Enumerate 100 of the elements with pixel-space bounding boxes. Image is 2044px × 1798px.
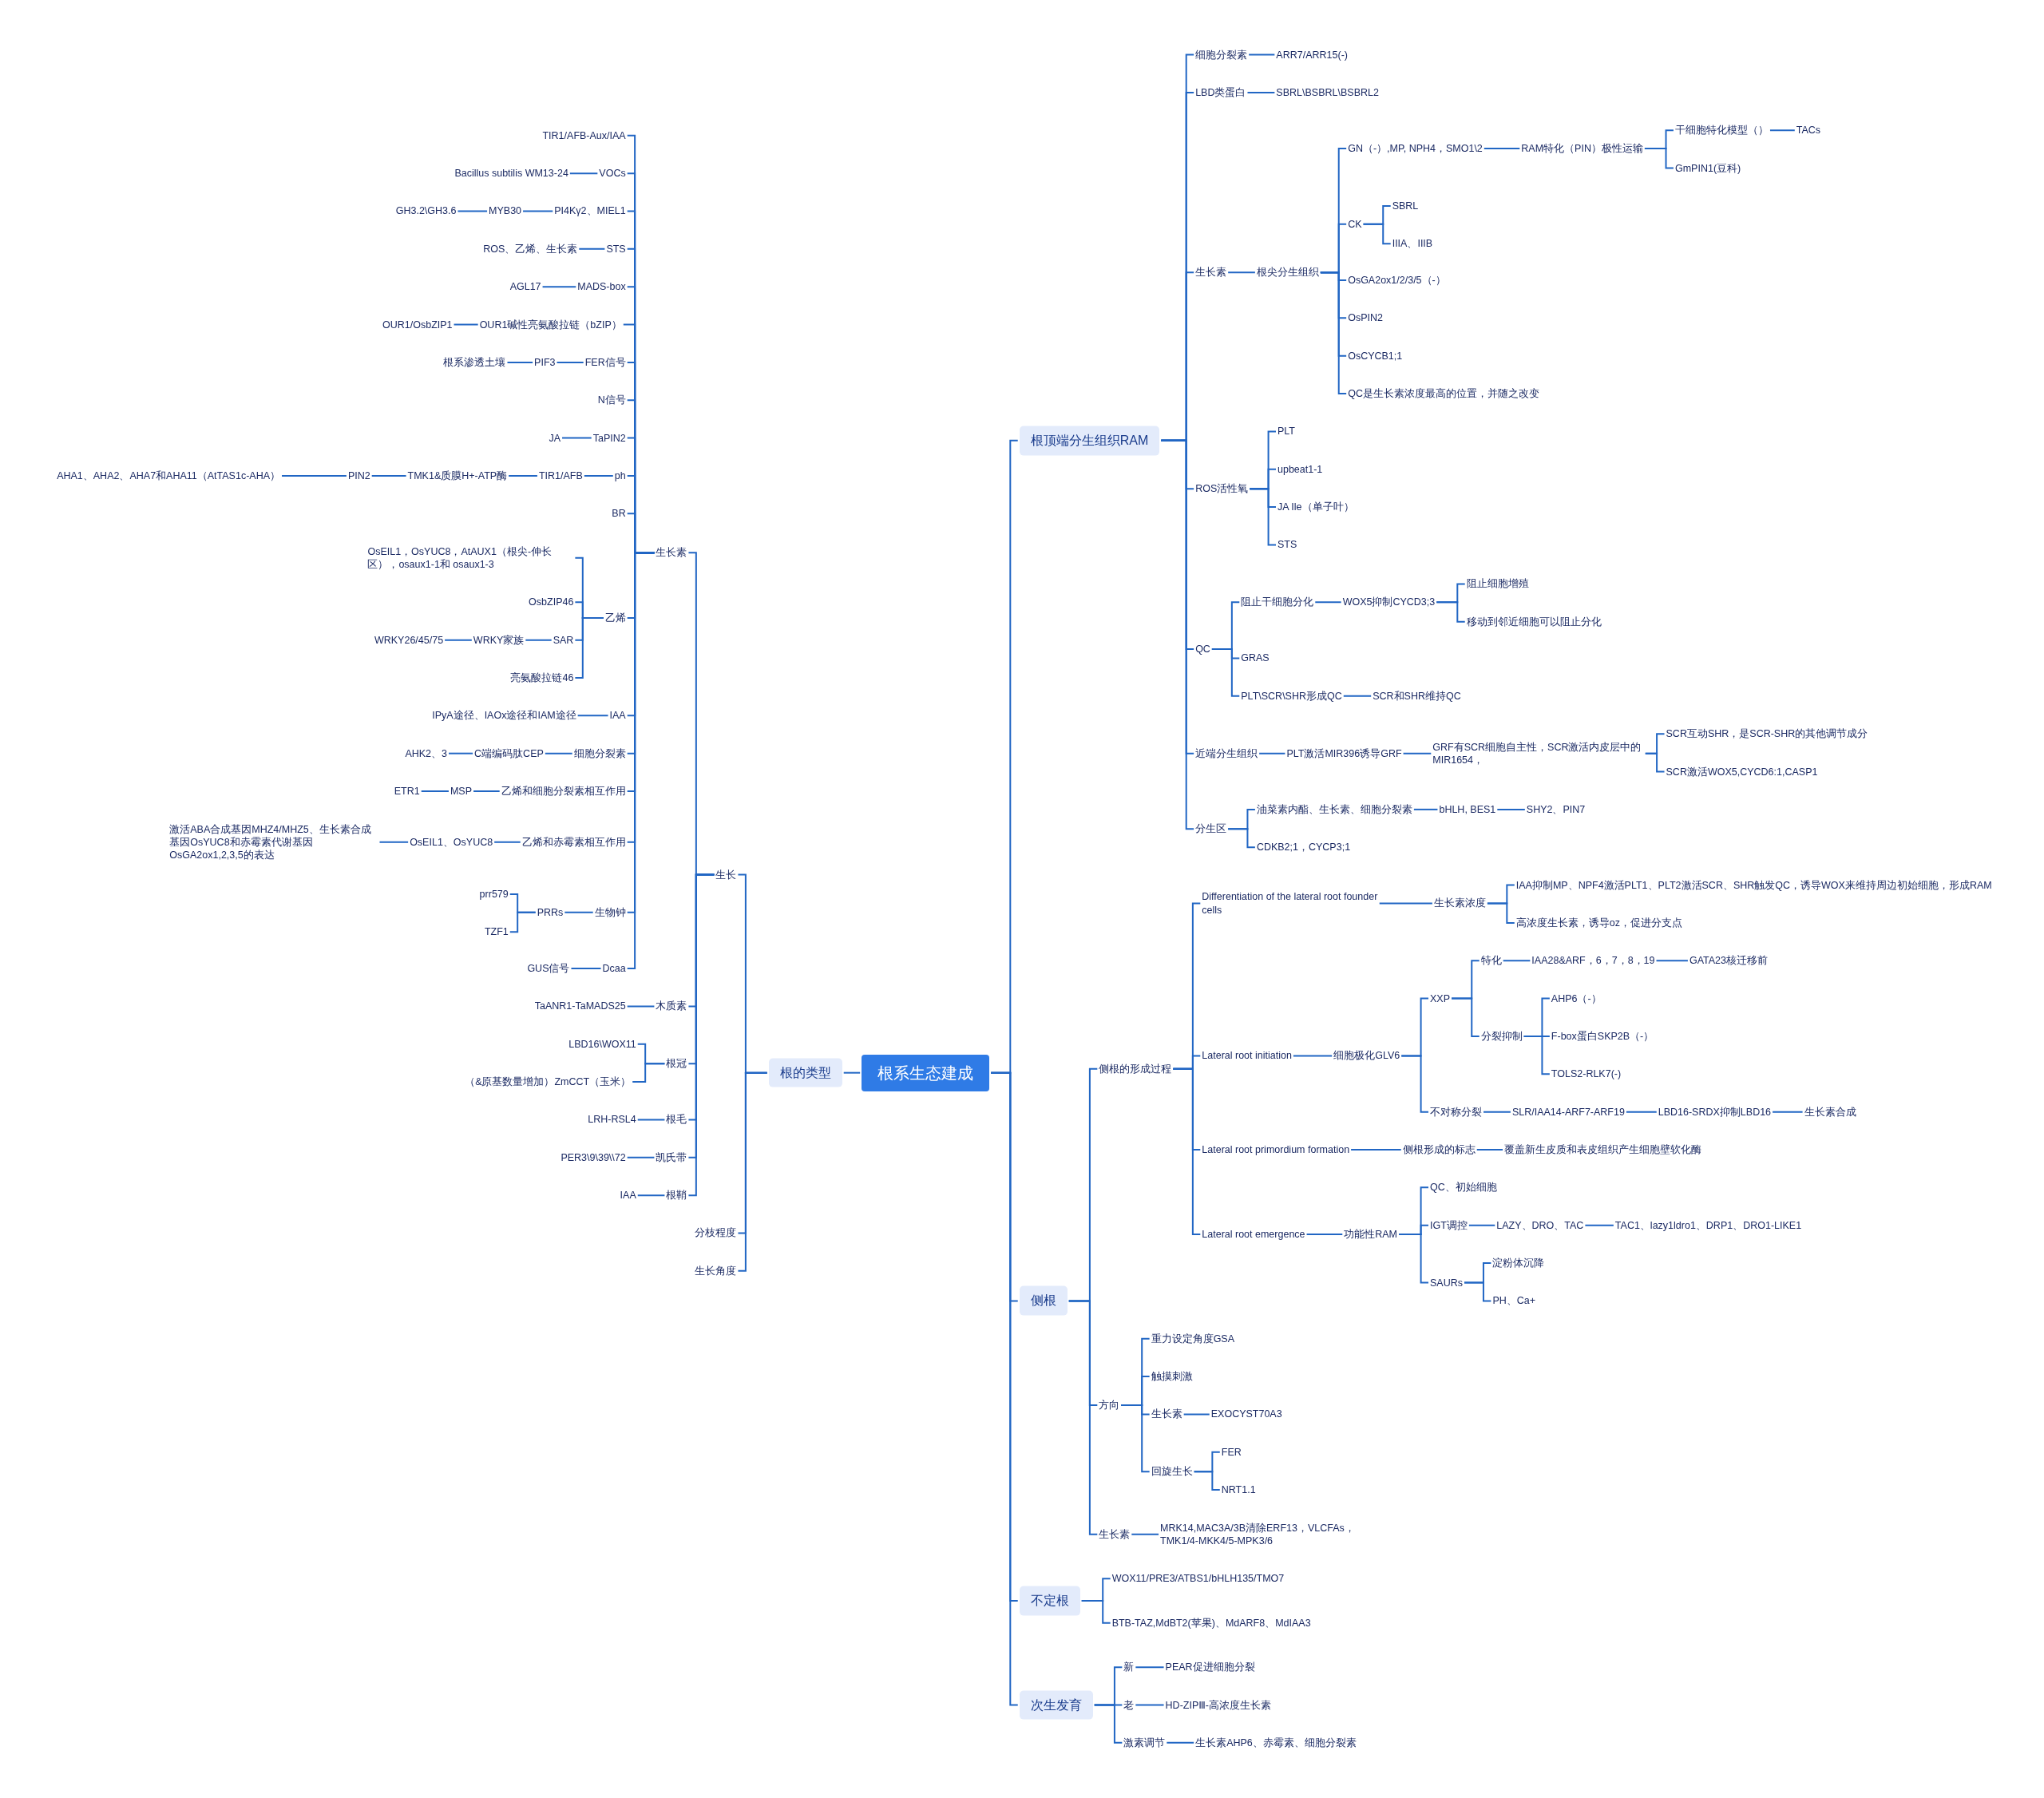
topic-label: FER信号 xyxy=(584,355,626,369)
topic-label: IAA28&ARF，6，7，8，19 xyxy=(1531,954,1655,968)
connector-line xyxy=(737,1071,768,1272)
connector-line xyxy=(1378,902,1433,905)
topic-label: ARR7/ARR15(-) xyxy=(1276,48,1348,61)
topic-label: 生长素浓度 xyxy=(1433,897,1486,910)
connector-line xyxy=(1451,997,1480,1037)
topic-label: 细胞极化GLV6 xyxy=(1333,1049,1400,1063)
connector-line xyxy=(1655,960,1689,962)
topic-label: 功能性RAM xyxy=(1344,1228,1398,1242)
topic-label: SHY2、PIN7 xyxy=(1526,802,1586,816)
topic-label: AHP6（-） xyxy=(1551,992,1602,1005)
topic-label: bHLH, BES1 xyxy=(1439,802,1496,816)
topic-label: OUR1碱性亮氨酸拉链（bZIP） xyxy=(479,318,622,331)
connector-line xyxy=(1135,1666,1165,1669)
topic-label: GH3.2\GH3.6 xyxy=(395,204,457,218)
topic-label: SLR/IAA14-ARF7-ARF19 xyxy=(1511,1105,1625,1119)
topic-label: OsCYCB1;1 xyxy=(1348,349,1403,362)
connector-line xyxy=(378,841,410,843)
connector-line xyxy=(1227,828,1256,849)
connector-line xyxy=(1193,1471,1221,1491)
connector-line xyxy=(842,1071,862,1074)
topic-label: PH、Ca+ xyxy=(1492,1294,1536,1308)
topic-label: BR xyxy=(612,507,626,521)
topic-label: STS xyxy=(1278,538,1297,552)
connector-line xyxy=(1483,148,1521,150)
topic-label: MRK14,MAC3A/3B清除ERF13，VLCFAs，TMK1/4-MKK4/5-MPK3/6 xyxy=(1160,1521,1369,1547)
topic-label: OsbZIP46 xyxy=(529,596,574,609)
topic-label: OsGA2ox1/2/3/5（-） xyxy=(1348,273,1446,287)
topic-label: 干细胞特化模型（） xyxy=(1674,124,1769,137)
topic-label: GN（-）,MP, NPH4，SMO1\2 xyxy=(1348,142,1483,156)
connector-line xyxy=(508,474,538,477)
topic-label: 根系渗透土壤 xyxy=(443,355,506,369)
topic-label: IAA抑制MP、NPF4激活PLT1、PLT2激活SCR、SHR触发QC，诱导WOX来维持周边初始细胞，形成RAM xyxy=(1515,878,1992,892)
topic-label: TAC1、lazy1ldro1、DRP1、DRO1-LIKE1 xyxy=(1614,1218,1802,1232)
connector-line xyxy=(576,715,609,717)
connector-line xyxy=(1319,271,1348,395)
connector-line xyxy=(493,841,521,843)
topic-label: 阻止细胞增殖 xyxy=(1466,577,1529,591)
topic-label: CK xyxy=(1348,217,1362,231)
topic-label: 高浓度生长素，诱导oz，促进分支点 xyxy=(1515,916,1682,930)
topic-label: OUR1/OsbZIP1 xyxy=(382,318,453,331)
connector-line xyxy=(1486,902,1515,924)
topic-label: TZF1 xyxy=(484,925,509,939)
connector-line xyxy=(1068,1300,1099,1535)
connector-line xyxy=(1248,53,1276,56)
topic-label: STS xyxy=(606,242,626,255)
topic-label: upbeat1-1 xyxy=(1278,462,1323,476)
connector-line xyxy=(1305,1234,1344,1236)
topic-label: LBD类蛋白 xyxy=(1195,85,1246,100)
topic-label: NRT1.1 xyxy=(1221,1483,1256,1497)
topic-label: TIR1/AFB-Aux/IAA xyxy=(542,129,626,142)
connector-line xyxy=(1131,1533,1160,1535)
topic-label: ROS活性氧 xyxy=(1195,482,1249,496)
topic-label: TACs xyxy=(1796,124,1821,137)
connector-line xyxy=(578,248,606,250)
topic-label: 方向 xyxy=(1099,1398,1120,1412)
connector-line xyxy=(1210,648,1241,697)
connector-line xyxy=(583,474,614,477)
connector-line xyxy=(541,286,577,288)
topic-label: 老 xyxy=(1123,1698,1135,1712)
topic-label: 亮氨酸拉链46 xyxy=(510,671,574,685)
topic-label: C端编码肽CEP xyxy=(474,747,544,760)
topic-label: 生长素 xyxy=(656,546,687,560)
connector-line xyxy=(509,911,537,933)
topic-label: GRAS xyxy=(1241,651,1270,665)
connector-line xyxy=(1292,1055,1333,1057)
topic-label: BTB-TAZ,MdBT2(苹果)、MdARF8、MdIAA3 xyxy=(1111,1616,1321,1630)
topic-label: OsEIL1，OsYUC8，AtAUX1（根尖-伸长区），osaux1-1和 osaux1-3 xyxy=(367,545,574,571)
connector-line xyxy=(564,911,594,913)
topic-label: IIIA、IIIB xyxy=(1392,237,1433,251)
topic-label: JA Ile（单子叶） xyxy=(1278,500,1354,514)
topic-label: 触摸刺激 xyxy=(1151,1369,1193,1384)
topic-label: CDKB2;1，CYCP3;1 xyxy=(1256,841,1351,854)
branch-topic-box: 侧根 xyxy=(1019,1286,1068,1316)
connector-line xyxy=(632,1063,666,1083)
topic-label: 侧根形成的标志 xyxy=(1402,1143,1476,1157)
topic-label: GUS信号 xyxy=(527,961,570,976)
topic-label: 新 xyxy=(1123,1661,1135,1674)
topic-label: 根鞘 xyxy=(666,1189,687,1202)
connector-line xyxy=(990,1071,1019,1706)
connector-line xyxy=(568,172,599,175)
connector-line xyxy=(1402,752,1432,754)
topic-label: 生长素 xyxy=(1195,266,1227,279)
connector-line xyxy=(1502,960,1531,962)
topic-label: PI4Kγ2、MIEL1 xyxy=(554,204,626,218)
connector-line xyxy=(1166,1741,1195,1744)
topic-label: PLT\SCR\SHR形成QC xyxy=(1241,689,1342,703)
topic-label: 分裂抑制 xyxy=(1480,1029,1523,1044)
connector-line xyxy=(448,752,474,754)
topic-label: MSP xyxy=(450,784,473,798)
topic-label: 根冠 xyxy=(666,1057,687,1071)
connector-line xyxy=(1258,752,1286,754)
topic-label: Lateral root initiation xyxy=(1202,1049,1292,1063)
topic-label: MYB30 xyxy=(489,204,522,218)
topic-label: Bacillus subtilis WM13-24 xyxy=(454,167,568,180)
topic-label: 乙烯和细胞分裂素相互作用 xyxy=(501,784,626,798)
topic-label: WRKY26/45/75 xyxy=(374,633,444,647)
connector-line xyxy=(370,474,407,477)
topic-label: 生长素AHP6、赤霉素、细胞分裂素 xyxy=(1195,1736,1357,1749)
